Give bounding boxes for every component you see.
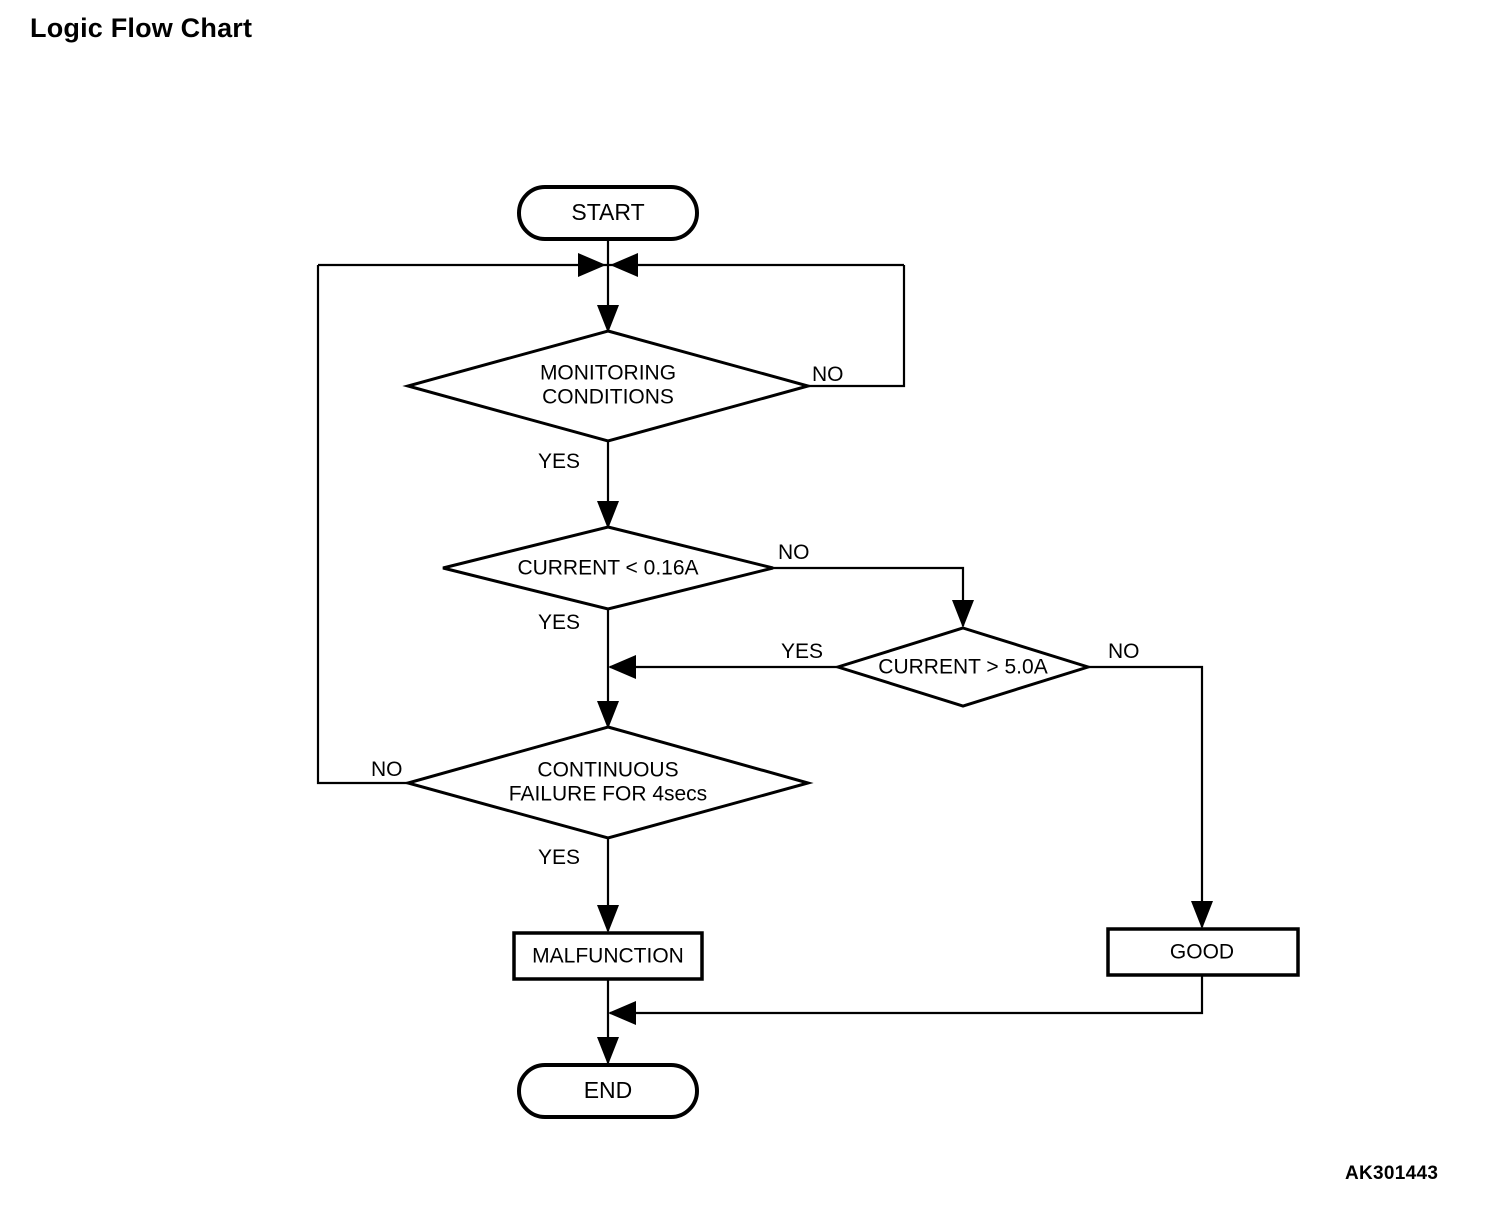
arrowhead-left-junction [610, 253, 638, 277]
node-start[interactable]: START [517, 185, 699, 241]
edge-label-continuous-no: NO [371, 758, 403, 781]
edge-monitoring-no-loopback [808, 265, 906, 388]
node-current-above-threshold[interactable]: CURRENT > 5.0A [832, 626, 1094, 708]
arrowhead-down-continuous [597, 701, 619, 729]
edge-good-to-end [608, 975, 1204, 1025]
page-title: Logic Flow Chart [30, 13, 253, 43]
node-current-above-threshold-label: CURRENT > 5.0A [878, 656, 1047, 679]
edge-label-current-low-yes: YES [538, 611, 580, 634]
node-current-below-threshold[interactable]: CURRENT < 0.16A [442, 525, 774, 611]
edge-start-to-junction [597, 239, 619, 333]
node-monitoring-conditions-label-line1: MONITORING [540, 362, 676, 385]
edge-current-low-no [773, 566, 974, 628]
edge-continuous-no-loopback [316, 265, 408, 785]
arrowhead-left-trunk [608, 655, 636, 679]
edge-monitoring-yes [597, 441, 619, 529]
arrowhead-down-current-high [952, 600, 974, 628]
edge-current-low-yes [597, 609, 619, 729]
node-monitoring-conditions[interactable]: MONITORING CONDITIONS [402, 329, 814, 443]
edge-current-high-no [1088, 665, 1213, 929]
arrowhead-right-junction [578, 253, 606, 277]
arrowhead-down-monitoring [597, 305, 619, 333]
node-continuous-failure[interactable]: CONTINUOUS FAILURE FOR 4secs [402, 725, 814, 840]
arrowhead-down-current-low [597, 501, 619, 529]
edge-label-monitoring-no: NO [812, 363, 844, 386]
arrowhead-down-malfunction [597, 905, 619, 933]
node-monitoring-conditions-label-line2: CONDITIONS [542, 386, 674, 409]
arrowhead-down-good [1191, 901, 1213, 929]
edge-current-high-yes [608, 655, 838, 679]
node-good-label: GOOD [1170, 941, 1234, 964]
edge-label-monitoring-yes: YES [538, 450, 580, 473]
edge-label-current-high-no: NO [1108, 640, 1140, 663]
arrowhead-left-end-trunk [608, 1001, 636, 1025]
edge-label-current-low-no: NO [778, 541, 810, 564]
node-malfunction[interactable]: MALFUNCTION [512, 931, 704, 981]
node-good[interactable]: GOOD [1106, 927, 1300, 977]
edge-label-current-high-yes: YES [781, 640, 823, 663]
node-continuous-failure-label-line1: CONTINUOUS [537, 759, 678, 782]
edge-label-continuous-yes: YES [538, 846, 580, 869]
edge-continuous-yes [597, 838, 619, 933]
arrowhead-down-end [597, 1037, 619, 1065]
node-end-label: END [584, 1077, 633, 1103]
figure-code: AK301443 [1345, 1163, 1439, 1184]
node-continuous-failure-label-line2: FAILURE FOR 4secs [509, 783, 707, 806]
node-start-label: START [571, 199, 644, 225]
node-current-below-threshold-label: CURRENT < 0.16A [517, 557, 698, 580]
edge-loopback-junction-bar [318, 253, 904, 277]
edge-malfunction-to-end [597, 979, 619, 1065]
node-end[interactable]: END [517, 1063, 699, 1119]
node-malfunction-label: MALFUNCTION [532, 945, 684, 968]
